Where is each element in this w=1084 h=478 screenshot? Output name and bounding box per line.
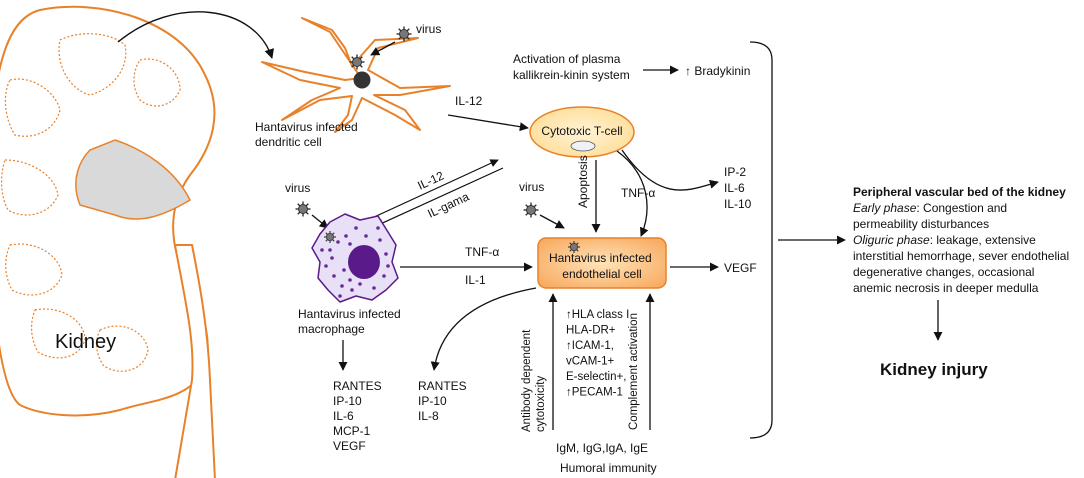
svg-text:Early phase: Congestion and: Early phase: Congestion and — [853, 201, 1007, 215]
peripheral-vascular-text: Peripheral vascular bed of the kidney Ea… — [853, 185, 1069, 295]
dendritic-cell — [261, 17, 451, 133]
cytotoxic-t-cell: Cytotoxic T-cell — [529, 106, 635, 158]
virus-icon — [395, 25, 413, 43]
svg-text:degenerative changes, occasion: degenerative changes, occasional — [853, 265, 1034, 279]
virus-icon — [348, 53, 366, 71]
antibodies-label: IgM, IgG,IgA, IgE — [556, 441, 648, 455]
kidney-to-dendritic-arrow — [117, 11, 274, 59]
marker-item: E-selectin+, — [566, 371, 626, 383]
marker-item: ↑ICAM-1, — [566, 340, 614, 352]
kallikrein-label: Activation of plasma kallikrein-kinin sy… — [513, 52, 630, 82]
macrophage-label: Hantavirus infected macrophage — [298, 307, 404, 336]
svg-text:permeability disturbances: permeability disturbances — [853, 217, 989, 231]
vegf-label: VEGF — [724, 261, 757, 275]
tcell-outputs: IP-2 IL-6 IL-10 — [724, 165, 752, 211]
il-gama-label: IL-gama — [425, 189, 471, 220]
virus-arrow — [311, 214, 329, 229]
virus-arrow — [539, 214, 565, 229]
svg-text:Oliguric phase: leakage, exten: Oliguric phase: leakage, extensive — [853, 233, 1036, 247]
macrophage-outputs: RANTES IP-10 IL-6 MCP-1 VEGF — [333, 379, 385, 453]
tnf-right-label: TNF-α — [621, 186, 655, 200]
kidney-injury-label: Kidney injury — [880, 360, 988, 379]
marker-item: ↑HLA class I — [566, 309, 629, 321]
tcell-cytokine-arrow — [621, 149, 719, 191]
marker-item: vCAM-1+ — [566, 356, 615, 368]
tnf-tcell-arrow — [616, 150, 649, 237]
bradykinin-label: ↑ Bradykinin — [685, 64, 750, 78]
endothelial-cell: Hantavirus infected endothelial cell — [537, 237, 667, 289]
endothelial-outputs: RANTES IP-10 IL-8 — [418, 379, 470, 423]
virus-icon — [294, 200, 312, 218]
complement-label: Complement activation — [628, 313, 640, 430]
marker-item: HLA-DR+ — [566, 325, 616, 337]
il12-top-label: IL-12 — [455, 94, 483, 108]
adcc-label: Antibody dependent cytotoxicity — [521, 326, 547, 432]
bracket — [749, 41, 773, 439]
il12-mid-label: IL-12 — [415, 168, 446, 192]
virus-label: virus — [416, 22, 441, 36]
peripheral-title: Peripheral vascular bed of the kidney — [853, 185, 1066, 199]
marker-item: ↑PECAM-1 — [566, 387, 623, 399]
endothelial-label: Hantavirus infected endothelial cell — [549, 251, 655, 281]
il-gama-arrow — [375, 167, 504, 227]
tcell-label: Cytotoxic T-cell — [541, 124, 622, 138]
virus-icon — [522, 201, 540, 219]
kidney-illustration: Kidney — [0, 5, 216, 478]
virus-arrow — [370, 41, 396, 56]
il12-mid-arrow — [371, 159, 499, 219]
virus-icon — [323, 230, 337, 244]
macrophage — [311, 213, 399, 303]
endothelial-output-arrow — [430, 287, 537, 371]
tnf-mid-label: TNF-α — [465, 245, 499, 259]
virus-label: virus — [519, 180, 544, 194]
il1-label: IL-1 — [465, 273, 486, 287]
apoptosis-label: Apoptosis — [576, 155, 590, 208]
virus-label: virus — [285, 181, 310, 195]
il12-arrow — [447, 114, 529, 132]
kidney-label: Kidney — [55, 331, 116, 353]
humoral-label: Humoral immunity — [560, 461, 657, 475]
endothelial-markers: ↑HLA class I HLA-DR+ ↑ICAM-1, vCAM-1+ E-sele… — [566, 309, 629, 399]
svg-text:interstitial hemorrhage, sever: interstitial hemorrhage, sever endotheli… — [853, 249, 1069, 263]
svg-text:anemic necrosis in deeper medu: anemic necrosis in deeper medulla — [853, 281, 1039, 295]
dendritic-label: Hantavirus infected dendritic cell — [255, 120, 361, 149]
